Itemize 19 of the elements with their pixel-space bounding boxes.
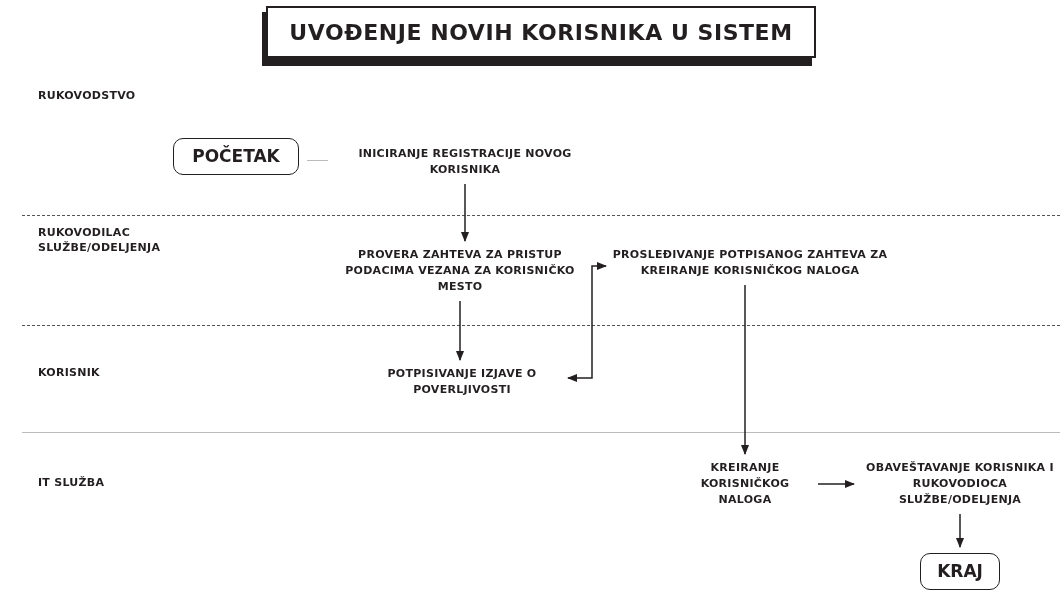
- process-step: INICIRANJE REGISTRACIJE NOVOG KORISNIKA: [334, 146, 596, 178]
- arrow: [740, 284, 750, 456]
- lane-label: KORISNIK: [38, 365, 101, 380]
- process-step: POTPISIVANJE IZJAVE O POVERLJIVOSTI: [350, 366, 574, 398]
- arrow: [455, 300, 465, 362]
- arrow: [817, 479, 856, 489]
- process-step: PROSLEĐIVANJE POTPISANOG ZAHTEVA ZA KREIRANJE KORISNIČKOG NALOGA: [610, 247, 890, 279]
- process-step: PROVERA ZAHTEVA ZA PRISTUP PODACIMA VEZANA ZA KORISNIČKO MESTO: [330, 247, 590, 295]
- process-step: OBAVEŠTAVANJE KORISNIKA I RUKOVODIOCA SLUŽBE/ODELJENJA: [860, 460, 1060, 508]
- arrow: [460, 183, 470, 243]
- process-step: KREIRANJE KORISNIČKOG NALOGA: [680, 460, 810, 508]
- arrow: [955, 513, 965, 549]
- lane-label: RUKOVODILAC SLUŽBE/ODELJENJA: [38, 225, 162, 255]
- title: UVOĐENJE NOVIH KORISNIKA U SISTEM: [289, 18, 793, 47]
- arrow: [566, 261, 608, 383]
- terminal-box: KRAJ: [920, 553, 1000, 590]
- terminal-box: POČETAK: [173, 138, 299, 175]
- lane-label: RUKOVODSTVO: [38, 88, 137, 103]
- lane-label: IT SLUŽBA: [38, 475, 106, 490]
